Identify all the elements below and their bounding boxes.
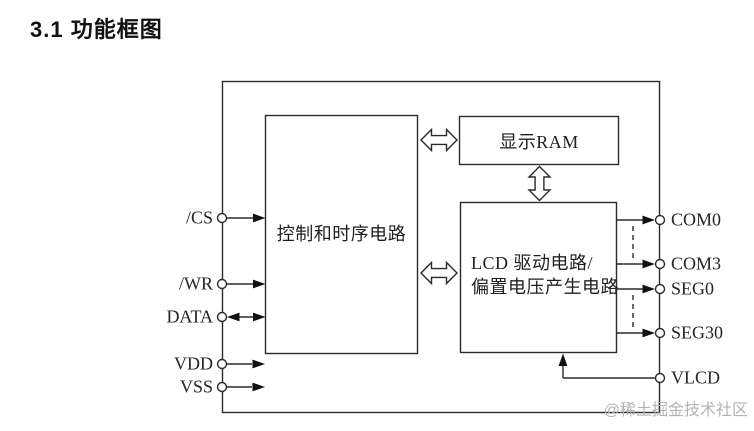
seg30-pin-terminal xyxy=(654,327,666,339)
pin-label-seg0: SEG0 xyxy=(671,278,715,299)
cs-pin-terminal xyxy=(216,212,228,224)
lcd-block-label-line2: 偏置电压产生电路 xyxy=(471,277,619,297)
vss-pin-terminal xyxy=(216,381,228,393)
seg0-pin-terminal xyxy=(654,283,666,295)
pin-label-data: DATA xyxy=(166,306,213,327)
data-pin-terminal xyxy=(216,311,228,323)
com3-pin-terminal xyxy=(654,258,666,270)
section-title: 3.1 功能框图 xyxy=(30,17,163,42)
cs-arrowhead-icon xyxy=(253,213,266,223)
com3-arrowhead-icon xyxy=(642,259,655,269)
seg30-arrowhead-icon xyxy=(642,328,655,338)
data-arrowhead-left-icon xyxy=(227,312,240,322)
vdd-arrowhead-icon xyxy=(252,359,265,369)
vlcd-pin-terminal xyxy=(654,372,666,384)
watermark: @稀土掘金技术社区 xyxy=(603,402,748,419)
control-lcd-bidirectional-arrow-icon xyxy=(420,260,458,286)
lcd-block-box xyxy=(459,201,618,354)
seg0-arrowhead-icon xyxy=(642,284,655,294)
pin-label-cs: /CS xyxy=(185,207,213,228)
vss-arrowhead-icon xyxy=(252,382,265,392)
wr-arrowhead-icon xyxy=(253,279,266,289)
ram-lcd-bidirectional-arrow-icon xyxy=(527,165,552,202)
chip-boundary-box xyxy=(221,80,661,414)
control-block-label: 控制和时序电路 xyxy=(276,224,407,244)
vdd-pin-terminal xyxy=(216,358,228,370)
ram-block-box xyxy=(458,115,620,166)
ram-block-label: 显示RAM xyxy=(499,132,579,152)
pin-label-wr: /WR xyxy=(179,273,213,294)
wr-pin-terminal xyxy=(216,278,228,290)
pin-label-seg30: SEG30 xyxy=(671,322,724,343)
pin-label-vss: VSS xyxy=(179,376,213,397)
lcd-block-label-line1: LCD 驱动电路/ xyxy=(471,253,594,273)
control-ram-bidirectional-arrow-icon xyxy=(420,127,458,153)
pin-label-vdd: VDD xyxy=(174,353,213,374)
pin-label-com0: COM0 xyxy=(671,209,722,230)
vlcd-arrowhead-icon xyxy=(558,353,568,366)
pin-label-com3: COM3 xyxy=(671,253,722,274)
com0-pin-terminal xyxy=(654,214,666,226)
control-block-box xyxy=(264,114,419,355)
com0-arrowhead-icon xyxy=(642,215,655,225)
pin-label-vlcd: VLCD xyxy=(671,367,720,388)
data-arrowhead-right-icon xyxy=(253,312,266,322)
lcd-block-label: LCD 驱动电路/ 偏置电压产生电路 xyxy=(471,251,619,299)
